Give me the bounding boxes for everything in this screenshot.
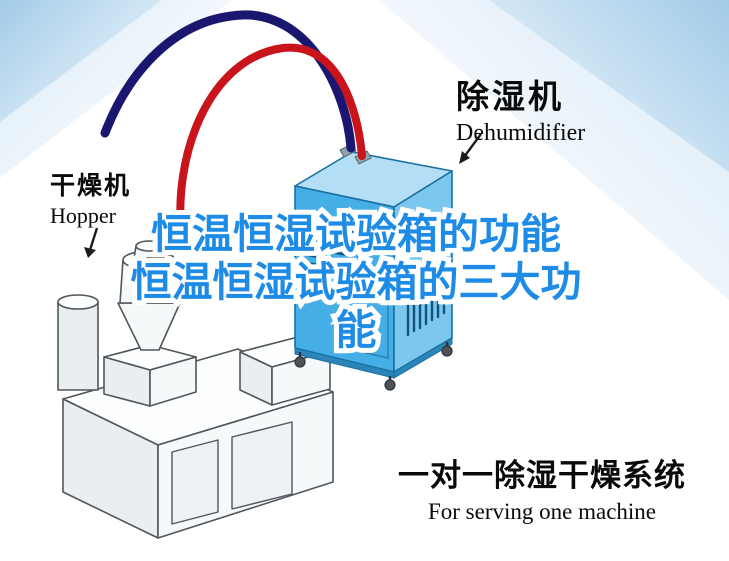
loader-cap-top (135, 240, 163, 252)
hopper-front-panel (231, 421, 293, 510)
caster-wheels (294, 342, 453, 391)
front-vent-grille (301, 212, 354, 274)
hopper-arrow-icon (84, 227, 99, 258)
dehumidifier-base (393, 337, 453, 379)
caption-zh: 一对一除湿干燥系统 (398, 458, 686, 493)
dehumidifier-label-en: Dehumidifier (456, 120, 586, 146)
title-line-1: 恒温恒湿试验箱的功能恒温恒湿试验箱的功能 (146, 206, 566, 262)
caption-en: For serving one machine (427, 499, 657, 524)
dehumidifier-label: 除湿机 Dehumidifier (456, 70, 585, 147)
main-title-overlay: 恒温恒湿试验箱的功能恒温恒湿试验箱的功能 恒温恒湿试验箱的三大功恒温恒湿试验箱的… (0, 206, 712, 358)
dehumidifier-label-zh: 除湿机 (456, 78, 564, 115)
hopper-column (57, 302, 99, 391)
hopper-front-panel (171, 439, 219, 525)
machine-caption: 一对一除湿干燥系统 For serving one machine (396, 450, 688, 525)
title-line-3: 能能 (331, 302, 382, 358)
hopper-label-zh: 干燥机 (50, 172, 132, 200)
funnel-mount (149, 356, 197, 407)
hopper-label-en: Hopper (50, 203, 116, 228)
front-door-seam (357, 221, 389, 359)
title-line-2: 恒温恒湿试验箱的三大功恒温恒湿试验箱的三大功 (126, 254, 587, 310)
hopper-column-cap (57, 294, 99, 310)
